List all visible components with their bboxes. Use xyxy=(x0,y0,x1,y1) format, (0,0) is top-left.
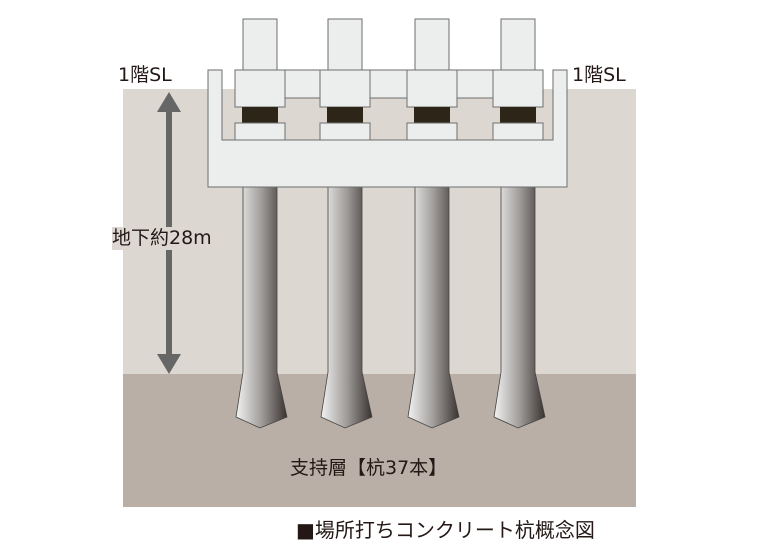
tie-beam xyxy=(455,69,495,99)
sl-label-right: 1階SL xyxy=(572,64,626,86)
pile xyxy=(320,186,373,429)
diagram-caption: ■場所打ちコンクリート杭概念図 xyxy=(296,518,595,542)
pile-cap-upper xyxy=(406,69,458,108)
seismic-isolator xyxy=(500,107,536,123)
pile xyxy=(235,186,288,429)
pile-cap-lower xyxy=(406,122,458,141)
seismic-isolator xyxy=(327,107,363,123)
seismic-isolator xyxy=(242,107,278,123)
pile xyxy=(407,186,460,429)
sl-label-left: 1階SL xyxy=(118,64,172,86)
tie-beam xyxy=(368,69,409,99)
depth-label: 地下約28m xyxy=(112,227,212,250)
pile-cap-lower xyxy=(319,122,371,141)
tie-beam xyxy=(283,69,322,99)
column xyxy=(500,18,536,71)
column xyxy=(242,18,278,71)
pile-cap-lower xyxy=(234,122,286,141)
pile-cap-upper xyxy=(319,69,371,108)
pile xyxy=(493,186,546,429)
column xyxy=(327,18,363,71)
column xyxy=(414,18,450,71)
pile-cap-upper xyxy=(492,69,544,108)
support-layer xyxy=(123,374,636,507)
seismic-isolator xyxy=(414,107,450,123)
foundation-slab xyxy=(207,69,568,188)
pile-cap-upper xyxy=(234,69,286,108)
support-layer-label: 支持層【杭37本】 xyxy=(290,457,448,479)
pile-cap-lower xyxy=(492,122,544,141)
